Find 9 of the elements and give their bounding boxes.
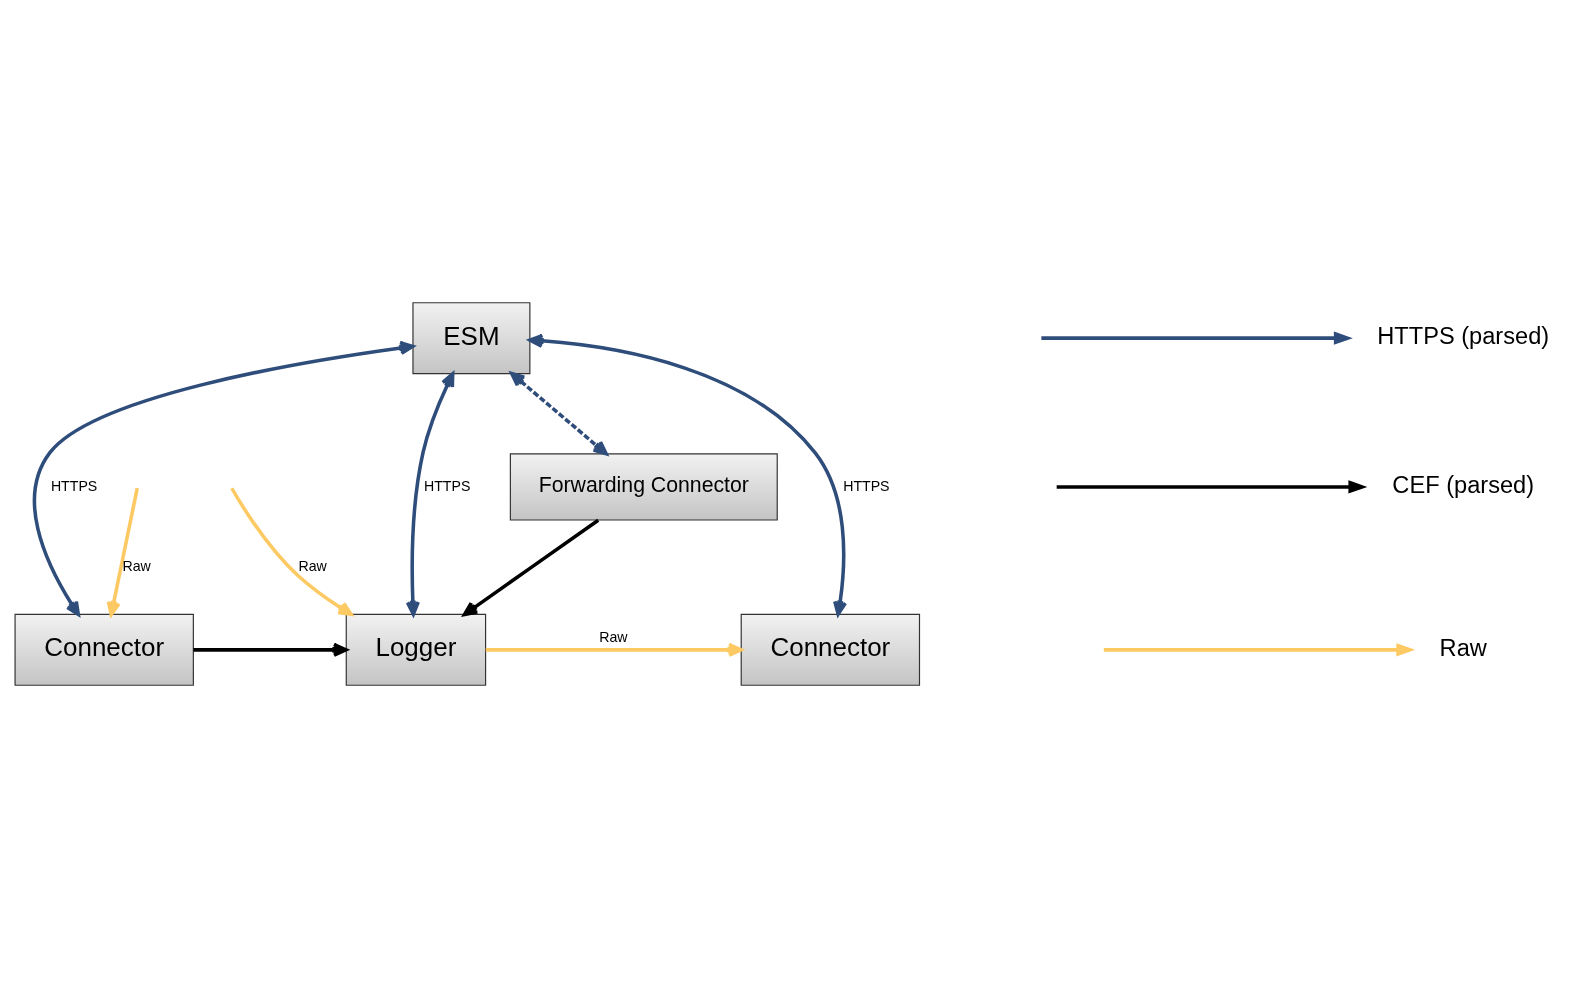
edge-label: HTTPS <box>842 477 890 494</box>
legend-label: HTTPS (parsed) <box>1376 322 1549 349</box>
edge-label: Raw <box>297 557 327 574</box>
legend-label: Raw <box>1439 634 1487 661</box>
edge-label: Raw <box>122 557 151 574</box>
legend-label: CEF (parsed) <box>1391 471 1534 498</box>
edge-label: HTTPS <box>50 477 97 494</box>
edge-label: HTTPS <box>423 477 470 494</box>
edge-label: Raw <box>598 628 628 645</box>
